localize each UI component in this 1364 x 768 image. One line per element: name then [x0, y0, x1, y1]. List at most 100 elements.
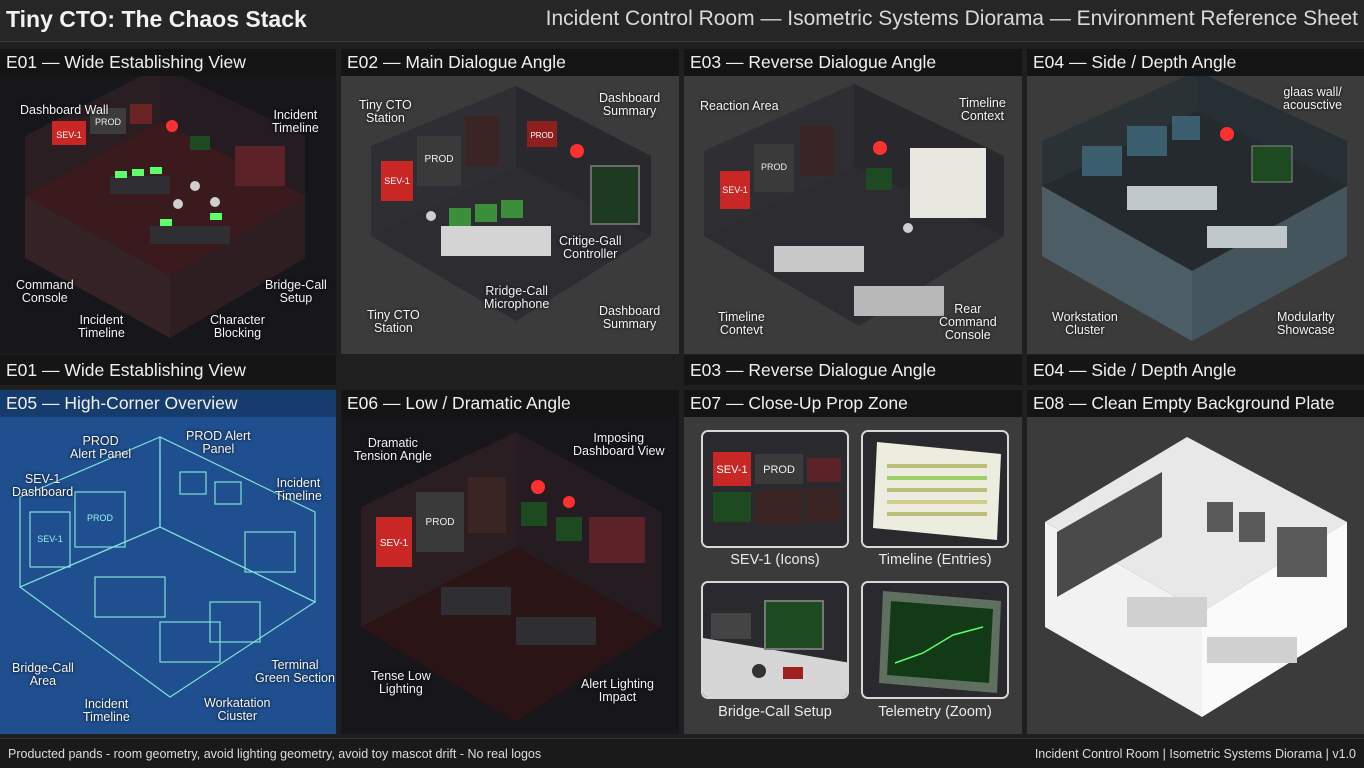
prop-card-telemetry — [861, 581, 1009, 699]
sev1-screen — [720, 171, 750, 209]
panel-e02: E02 — Main Dialogue Angle SEV-1 PROD PRO… — [341, 49, 679, 354]
status-screen — [713, 492, 751, 522]
sheet-subtitle: Incident Control Room — Isometric System… — [545, 7, 1358, 30]
footer-version: Incident Control Room | Isometric System… — [1034, 747, 1356, 761]
microphone-base — [752, 664, 766, 678]
glass-wall-front-left — [25, 196, 170, 338]
e04-room-svg — [1042, 76, 1347, 341]
status-screen — [807, 488, 841, 522]
room-illustration: SEV-1 PROD — [0, 76, 336, 354]
panel-e06: E06 — Low / Dramatic Angle SEV-1 PROD Dr… — [341, 390, 679, 734]
prod-screen-text: PROD — [761, 162, 788, 172]
character-figure — [210, 197, 220, 207]
room-wall-right — [1197, 76, 1347, 186]
prop-caption-telemetry: Telemetry (Zoom) — [878, 704, 992, 720]
alert-screen — [130, 104, 152, 124]
command-console — [110, 176, 170, 194]
console-monitor — [475, 204, 497, 222]
sev1-screen-text: SEV-1 — [722, 185, 748, 195]
room-floor — [25, 121, 305, 276]
telemetry-prop-svg — [863, 583, 1007, 697]
red-status-screen — [468, 477, 506, 533]
prod-screen — [416, 492, 464, 552]
panel-e01: E01 — Wide Establishing View SEV-1 PROD — [0, 49, 336, 354]
empty-panel — [1207, 502, 1233, 532]
alert-beacon — [531, 480, 545, 494]
empty-panel — [1277, 527, 1327, 577]
prop-caption-timeline: Timeline (Entries) — [878, 552, 992, 568]
room-illustration: SEV-1 PROD PROD — [341, 76, 679, 354]
sev1-screen — [52, 121, 86, 145]
timeline-board — [910, 148, 986, 218]
callout-bridge-call-microphone: Rridge-Call Microphone — [484, 284, 550, 311]
prod-screen — [755, 454, 803, 484]
alert-beacon — [563, 496, 575, 508]
character-figure — [173, 199, 183, 209]
callout-prod-alert-panel: PROD Alert Panel — [70, 434, 132, 461]
panel-label: E08 — Clean Empty Background Plate — [1027, 390, 1364, 417]
prod-screen-text: PROD — [426, 517, 455, 528]
room-illustration — [1027, 76, 1364, 354]
callout-glass-wall: glaas wall/ acousctive — [1283, 85, 1343, 112]
sev1-screen-text: SEV-1 — [56, 130, 82, 140]
room-illustration: SEV-1 PROD — [341, 417, 679, 734]
glass-wall-front-left — [1042, 186, 1192, 341]
room-wall-right-outline — [159, 436, 316, 603]
panel-label: E02 — Main Dialogue Angle — [341, 49, 679, 76]
timeline-board — [235, 146, 285, 186]
callout-incident-timeline-2: Incident Timeline — [83, 697, 130, 724]
callout-dashboard-summary: Dashboard Summary — [599, 91, 661, 118]
prod-outline-text: PROD — [87, 513, 114, 523]
panel-e07: E07 — Close-Up Prop Zone SEV-1 PROD SEV-… — [684, 390, 1022, 734]
alert-beacon — [166, 120, 178, 132]
red-status-screen — [800, 126, 834, 176]
callout-workstation-cluster: Workstation Cluster — [1052, 310, 1118, 337]
prod-panel-outline — [74, 491, 126, 548]
room-wall-back — [1045, 437, 1347, 612]
telemetry-screen — [556, 517, 582, 541]
mid-label-e04: E04 — Side / Depth Angle — [1027, 355, 1364, 385]
console-outline — [94, 576, 166, 618]
panel-e03: E03 — Reverse Dialogue Angle SEV-1 PROD … — [684, 49, 1022, 354]
cto-console — [441, 226, 551, 256]
mid-label-e03: E03 — Reverse Dialogue Angle — [684, 355, 1022, 385]
timeline-outline — [244, 531, 296, 573]
monitor-bank — [1127, 126, 1167, 156]
empty-workstation — [1207, 637, 1297, 663]
callout-imposing-dashboard-view: Imposing Dashboard View — [573, 431, 665, 458]
timeline-board — [589, 517, 645, 563]
command-console — [774, 246, 864, 272]
rear-command-console — [854, 286, 944, 316]
room-wall-left — [25, 76, 160, 196]
sev1-outline-text: SEV-1 — [37, 534, 63, 544]
telemetry-trace — [894, 626, 984, 664]
prop-caption-sev1: SEV-1 (Icons) — [730, 552, 820, 568]
panel-label: E07 — Close-Up Prop Zone — [684, 390, 1022, 417]
character-figure — [426, 211, 436, 221]
alert-panel-outline — [179, 471, 207, 495]
workstation-outline — [209, 601, 261, 643]
callout-bridge-call-setup: Bridge-Call Setup — [265, 278, 327, 305]
footer-notes: Producted pands - room geometry, avoid l… — [8, 747, 542, 761]
callout-critige-gall-controller: Critige-Gall Controller — [559, 234, 622, 261]
call-button — [783, 667, 803, 679]
callout-dashboard-wall: Dashboard Wall — [20, 103, 109, 117]
sheet-title: Tiny CTO: The Chaos Stack — [6, 6, 307, 32]
panel-label: E05 — High-Corner Overview — [0, 390, 336, 417]
status-screen — [755, 490, 803, 524]
callout-sev1-dashboard: SEV-1 Dashboard — [12, 472, 74, 499]
character-figure — [190, 181, 200, 191]
callout-dashboard-summary-2: Dashboard Summary — [599, 304, 661, 331]
red-status-screen — [465, 116, 499, 166]
command-console — [441, 587, 511, 615]
console-monitor — [449, 208, 471, 226]
telemetry-screen — [590, 165, 640, 225]
glass-wall-front-right — [1192, 186, 1347, 341]
callout-dramatic-tension-angle: Dramatic Tension Angle — [354, 436, 432, 463]
sev1-screen-text: SEV-1 — [716, 464, 747, 476]
callout-prod-alert-panel-2: PROD Alert Panel — [186, 429, 251, 456]
telemetry-screen — [521, 502, 547, 526]
callout-modularity-showcase: Modularlty Showcase — [1277, 310, 1335, 337]
prod-screen-text: PROD — [425, 154, 454, 165]
alert-beacon — [873, 141, 887, 155]
